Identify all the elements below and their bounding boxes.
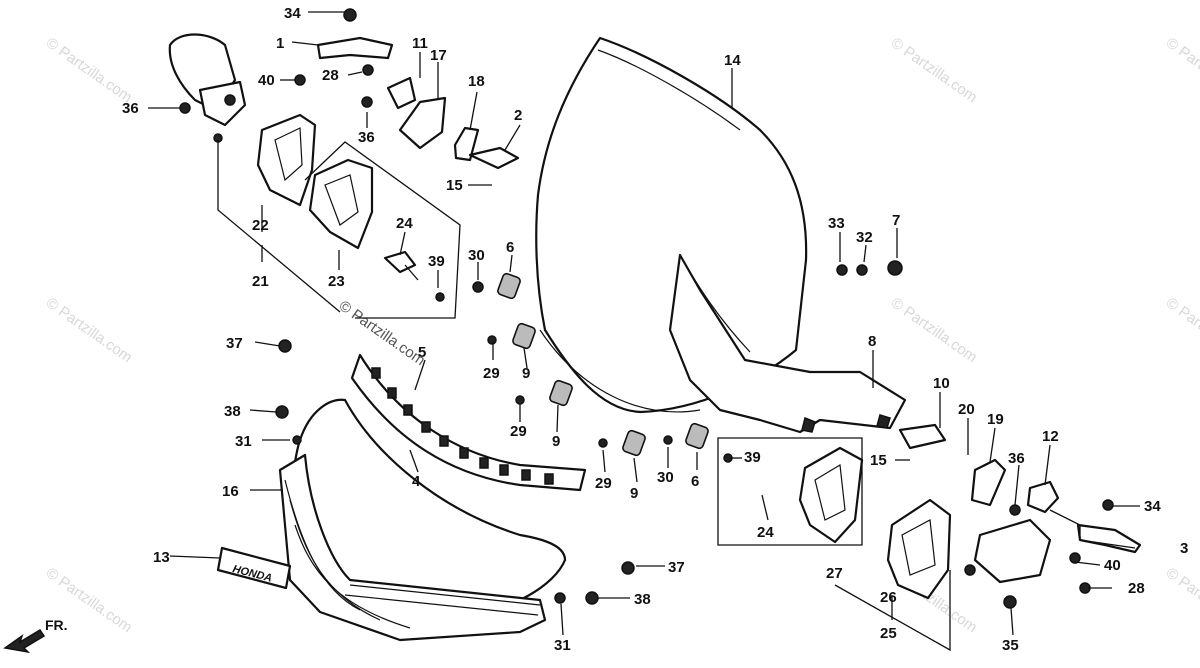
- callout-27: 27: [826, 565, 843, 582]
- callout-29-a: 29: [483, 365, 500, 382]
- callout-11-top: 11: [412, 35, 428, 52]
- callout-30-right: 30: [657, 469, 674, 486]
- watermark-3: © Partzilla.com: [888, 34, 981, 106]
- callout-5: 5: [418, 344, 426, 361]
- callout-36-right: 36: [1008, 450, 1025, 467]
- watermark-center: © Partzilla.com: [336, 297, 429, 369]
- bracket-1: [316, 36, 394, 60]
- callout-15-left: 15: [446, 177, 463, 194]
- callout-38-right: 38: [634, 591, 651, 608]
- windscreen: [535, 36, 808, 414]
- callout-28-left: 28: [322, 67, 339, 84]
- watermark-5: © Partzilla.com: [43, 294, 136, 366]
- mirror-left: [168, 33, 247, 143]
- callout-22: 22: [252, 217, 269, 234]
- front-direction-marker: FR.: [3, 617, 68, 654]
- callout-25: 25: [880, 625, 897, 642]
- callout-39-right: 39: [744, 449, 761, 466]
- callout-15-right: 15: [870, 452, 887, 469]
- small-bracket-left: [383, 250, 419, 281]
- callout-6-left: 6: [506, 239, 514, 256]
- callout-35: 35: [1002, 637, 1019, 654]
- callout-9-b: 9: [552, 433, 560, 450]
- windscreen-lower-trim: [668, 253, 907, 434]
- inner-panel-right-2: [886, 498, 952, 600]
- watermark-7: © Partzilla.com: [888, 294, 981, 366]
- callout-30-left: 30: [468, 247, 485, 264]
- callout-31-right: 31: [554, 637, 571, 654]
- group-outline-left: [217, 140, 461, 319]
- leader-lines: [148, 11, 1140, 652]
- bracket-17: [398, 96, 447, 150]
- callout-19: 19: [987, 411, 1004, 428]
- bracket-10: [898, 423, 947, 450]
- callout-1: 1: [276, 35, 284, 52]
- callout-2: 2: [514, 107, 522, 124]
- group-outline-right: [717, 437, 863, 546]
- watermark-8: © Partzilla.com: [1163, 294, 1200, 366]
- callout-36-left: 36: [122, 100, 139, 117]
- callout-40-left: 40: [258, 72, 275, 89]
- callout-23: 23: [328, 273, 345, 290]
- callout-34-right: 34: [1144, 498, 1161, 515]
- callout-24-left: 24: [396, 215, 413, 232]
- callout-40-right: 40: [1104, 557, 1121, 574]
- callout-39-left: 39: [428, 253, 445, 270]
- callout-7: 7: [892, 212, 900, 229]
- bracket-19: [970, 458, 1007, 507]
- callout-6-right: 6: [691, 473, 699, 490]
- bracket-11: [386, 76, 417, 110]
- callout-37-right: 37: [668, 559, 685, 576]
- callout-36-mid: 36: [358, 129, 375, 146]
- callout-16: 16: [222, 483, 239, 500]
- callout-29-c: 29: [595, 475, 612, 492]
- rubber-trim-strip: [350, 353, 587, 492]
- callout-34-top: 34: [284, 5, 301, 22]
- callout-33: 33: [828, 215, 845, 232]
- callout-8: 8: [868, 333, 876, 350]
- bracket-12: [1026, 480, 1060, 514]
- mirror-right: [964, 518, 1052, 584]
- callout-13: 13: [153, 549, 170, 566]
- callout-labels: 34 1 11 17 40 28 36 36 18 2 14 15 22 21 …: [122, 5, 1188, 654]
- bracket-2: [468, 146, 520, 170]
- watermark-1: © Partzilla.com: [43, 34, 136, 106]
- bracket-18: [453, 126, 480, 162]
- callout-17: 17: [430, 47, 447, 64]
- grille: [278, 453, 547, 642]
- callout-14: 14: [724, 52, 741, 69]
- inner-panel-left: [256, 113, 317, 207]
- callout-32: 32: [856, 229, 873, 246]
- watermark-4: © Partzilla.com: [1163, 34, 1200, 106]
- callout-18: 18: [468, 73, 485, 90]
- callout-12: 12: [1042, 428, 1059, 445]
- grommets: [497, 272, 709, 457]
- callout-21: 21: [252, 273, 269, 290]
- watermark-11: © Partzilla.com: [1163, 564, 1200, 636]
- callout-28-right: 28: [1128, 580, 1145, 597]
- callout-38-left: 38: [224, 403, 241, 420]
- callout-31-left: 31: [235, 433, 252, 450]
- callout-26: 26: [880, 589, 897, 606]
- fasteners: [179, 8, 1114, 609]
- front-marker-text: FR.: [45, 617, 68, 633]
- inner-panel-left-2: [308, 158, 374, 250]
- callout-29-b: 29: [510, 423, 527, 440]
- callout-20: 20: [958, 401, 975, 418]
- callout-10: 10: [933, 375, 950, 392]
- inner-panel-right: [798, 446, 864, 544]
- honda-emblem: HONDA: [216, 546, 292, 590]
- callout-3: 3: [1180, 540, 1188, 557]
- callout-24-right: 24: [757, 524, 774, 541]
- callout-9-c: 9: [630, 485, 638, 502]
- callout-4: 4: [412, 473, 421, 490]
- callout-37-left: 37: [226, 335, 243, 352]
- callout-9-a: 9: [522, 365, 530, 382]
